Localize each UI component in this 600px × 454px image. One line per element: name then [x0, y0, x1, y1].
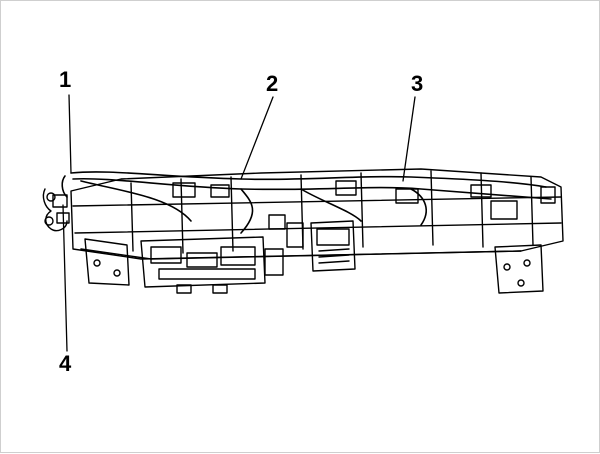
wiring-harness [61, 171, 552, 234]
left-connector-cluster [42, 188, 70, 232]
left-bracket [84, 238, 130, 286]
callout-4: 4 [59, 351, 72, 376]
callout-3: 3 [411, 71, 424, 96]
callout-1: 1 [59, 67, 72, 92]
right-bracket [494, 244, 544, 294]
vented-module [310, 220, 356, 272]
center-module [140, 214, 304, 294]
callout-2: 2 [266, 71, 279, 96]
callout-leaders [62, 94, 416, 352]
instrument-panel-carrier [70, 168, 564, 260]
